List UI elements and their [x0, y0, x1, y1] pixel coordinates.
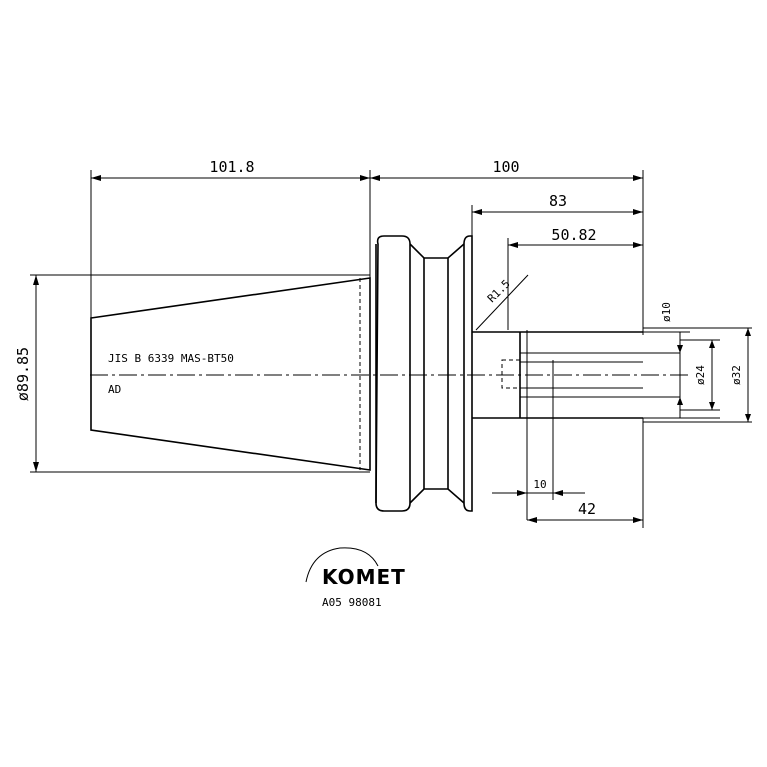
dim-dia-24-label: ø24 [694, 365, 707, 385]
code-note: AD [108, 383, 121, 396]
part-number: A05 98081 [322, 596, 382, 609]
radius-label: R1.5 [485, 277, 513, 305]
nose-shank [472, 330, 680, 520]
komet-logo: KOMET A05 98081 [305, 547, 406, 609]
taper-shank [90, 277, 371, 471]
dim-101-8-label: 101.8 [209, 158, 254, 176]
dim-dia-10-label: ø10 [660, 302, 673, 322]
dimension-100: 100 [370, 158, 643, 181]
dimension-dia-89-85: ø89.85 [14, 275, 39, 472]
dimension-dia-10: ø10 [643, 302, 720, 419]
dimension-10: 10 [492, 478, 585, 496]
dimension-42: 42 [527, 418, 644, 528]
logo-brand: KOMET [322, 565, 406, 589]
dimension-50-82: 50.82 [508, 226, 643, 248]
dimension-83: 83 [472, 192, 643, 215]
dim-42-label: 42 [578, 500, 596, 518]
dim-100-label: 100 [492, 158, 519, 176]
dim-dia-32-label: ø32 [730, 365, 743, 385]
dim-50-82-label: 50.82 [551, 226, 596, 244]
dim-dia-89-85-label: ø89.85 [14, 347, 32, 401]
dimension-dia-24: ø24 [680, 339, 720, 411]
radius-leader: R1.5 [475, 274, 529, 331]
dimension-101-8: 101.8 [91, 158, 370, 181]
dim-83-label: 83 [549, 192, 567, 210]
dimension-dia-32: ø32 [643, 327, 752, 423]
standard-note: JIS B 6339 MAS-BT50 [108, 352, 234, 365]
extension-lines [30, 170, 644, 473]
dim-10-label: 10 [533, 478, 546, 491]
flange [375, 235, 473, 512]
